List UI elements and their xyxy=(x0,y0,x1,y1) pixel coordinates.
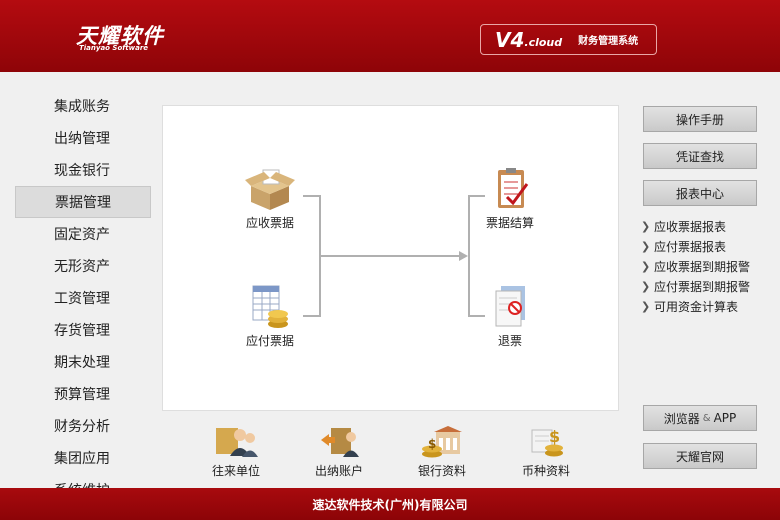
receivable-bills-entry[interactable]: 应收票据 xyxy=(225,166,315,231)
report-center-label: 报表中心 xyxy=(675,186,724,201)
browser-app-button[interactable]: 浏览器 & APP xyxy=(643,405,757,431)
bill-refund-label: 退票 xyxy=(497,334,522,348)
bill-flow-panel: 应收票据 应付票据 xyxy=(162,105,619,411)
chevron-right-icon: ❯ xyxy=(641,260,651,273)
quick-business-partners-label: 往来单位 xyxy=(211,464,260,478)
sidebar-item-cashier[interactable]: 出纳管理 xyxy=(15,122,151,154)
quick-bank-info[interactable]: $ 银行资料 xyxy=(402,424,482,479)
sidebar-item-label: 财务分析 xyxy=(54,419,110,435)
sidebar-item-label: 固定资产 xyxy=(54,227,110,243)
app-label: APP xyxy=(713,411,737,425)
chevron-right-icon: ❯ xyxy=(641,300,651,313)
logo-text: 天耀软件 xyxy=(76,24,164,48)
payable-bills-entry[interactable]: 应付票据 xyxy=(225,284,315,349)
report-link-available-funds[interactable]: ❯可用资金计算表 xyxy=(641,298,738,315)
sidebar-item-period-end[interactable]: 期末处理 xyxy=(15,346,151,378)
browser-label: 浏览器 xyxy=(663,411,700,426)
version-badge: V4 .cloud 财务管理系统 xyxy=(480,24,657,55)
report-link-receivable[interactable]: ❯应收票据报表 xyxy=(641,218,726,235)
sidebar-item-label: 出纳管理 xyxy=(54,131,110,147)
sidebar-item-label: 系统维护 xyxy=(54,480,110,488)
quick-cashier-account[interactable]: 出纳账户 xyxy=(299,424,379,479)
bill-refund-entry[interactable]: 退票 xyxy=(465,284,555,349)
sidebar-item-label: 现金银行 xyxy=(54,163,110,179)
report-link-label: 应收票据到期报警 xyxy=(654,260,751,274)
sidebar-item-fixed-assets[interactable]: 固定资产 xyxy=(15,218,151,250)
main-area: 集成账务 出纳管理 现金银行 票据管理 固定资产 无形资产 工资管理 存货管理 … xyxy=(0,72,780,488)
header-bar: 天耀软件 Tianyao Software V4 .cloud 财务管理系统 xyxy=(0,0,780,72)
sidebar-item-budget[interactable]: 预算管理 xyxy=(15,378,151,410)
sidebar-item-payroll[interactable]: 工资管理 xyxy=(15,282,151,314)
svg-text:$: $ xyxy=(428,437,436,451)
report-link-label: 应付票据到期报警 xyxy=(654,280,751,294)
chevron-right-icon: ❯ xyxy=(641,220,651,233)
sidebar-item-label: 期末处理 xyxy=(54,355,110,371)
document-cancel-icon xyxy=(485,284,535,330)
official-site-button[interactable]: 天耀官网 xyxy=(643,443,757,469)
report-link-label: 应收票据报表 xyxy=(654,220,727,234)
version-suffix: .cloud xyxy=(524,36,563,49)
report-link-label: 可用资金计算表 xyxy=(654,300,739,314)
svg-text:$: $ xyxy=(549,427,560,446)
sidebar-item-label: 集团应用 xyxy=(54,451,110,467)
payable-bills-label: 应付票据 xyxy=(245,334,294,348)
business-partners-icon xyxy=(214,424,258,458)
voucher-search-button[interactable]: 凭证查找 xyxy=(643,143,757,169)
cashier-account-icon xyxy=(317,424,361,458)
report-link-payable[interactable]: ❯应付票据报表 xyxy=(641,238,726,255)
quick-bank-info-label: 银行资料 xyxy=(417,464,466,478)
bank-icon: $ xyxy=(420,424,464,458)
chevron-right-icon: ❯ xyxy=(641,240,651,253)
sidebar-item-analysis[interactable]: 财务分析 xyxy=(15,410,151,442)
sidebar-item-label: 存货管理 xyxy=(54,323,110,339)
voucher-search-label: 凭证查找 xyxy=(675,149,724,164)
official-site-label: 天耀官网 xyxy=(675,449,724,464)
report-link-receivable-due-alert[interactable]: ❯应收票据到期报警 xyxy=(641,258,750,275)
version-number: V4 xyxy=(495,27,525,52)
ampersand-label: & xyxy=(702,412,711,424)
quick-cashier-account-label: 出纳账户 xyxy=(314,464,363,478)
flow-connector-lines xyxy=(303,195,485,317)
sidebar-item-group[interactable]: 集团应用 xyxy=(15,442,151,474)
report-center-button[interactable]: 报表中心 xyxy=(643,180,757,206)
sidebar-item-label: 无形资产 xyxy=(54,259,110,275)
report-link-payable-due-alert[interactable]: ❯应付票据到期报警 xyxy=(641,278,750,295)
quick-currency-info-label: 币种资料 xyxy=(521,464,570,478)
sidebar-item-intangible-assets[interactable]: 无形资产 xyxy=(15,250,151,282)
sidebar-item-cash-bank[interactable]: 现金银行 xyxy=(15,154,151,186)
chevron-right-icon: ❯ xyxy=(641,280,651,293)
currency-icon: $ xyxy=(524,424,568,458)
sidebar-item-label: 集成账务 xyxy=(54,99,110,115)
sidebar-item-inventory[interactable]: 存货管理 xyxy=(15,314,151,346)
bill-settlement-label: 票据结算 xyxy=(485,216,534,230)
sidebar-item-label: 票据管理 xyxy=(55,195,111,211)
sidebar-item-ledger[interactable]: 集成账务 xyxy=(15,90,151,122)
clipboard-check-icon xyxy=(485,166,535,212)
company-name: 速达软件技术(广州)有限公司 xyxy=(312,497,468,512)
receivable-bills-label: 应收票据 xyxy=(245,216,294,230)
product-name: 财务管理系统 xyxy=(578,36,639,47)
logo-subtext: Tianyao Software xyxy=(79,44,149,52)
operation-manual-label: 操作手册 xyxy=(675,112,724,127)
report-link-label: 应付票据报表 xyxy=(654,240,727,254)
sidebar-item-label: 预算管理 xyxy=(54,387,110,403)
sidebar-item-label: 工资管理 xyxy=(54,291,110,307)
sidebar-item-maintenance[interactable]: 系统维护 xyxy=(15,474,151,488)
spreadsheet-coins-icon xyxy=(245,284,295,330)
bill-settlement-entry[interactable]: 票据结算 xyxy=(465,166,555,231)
footer-bar: 速达软件技术(广州)有限公司 xyxy=(0,488,780,520)
sidebar: 集成账务 出纳管理 现金银行 票据管理 固定资产 无形资产 工资管理 存货管理 … xyxy=(0,72,160,488)
quick-business-partners[interactable]: 往来单位 xyxy=(196,424,276,479)
operation-manual-button[interactable]: 操作手册 xyxy=(643,106,757,132)
sidebar-item-bills[interactable]: 票据管理 xyxy=(15,186,151,218)
quick-currency-info[interactable]: $ 币种资料 xyxy=(506,424,586,479)
open-box-icon xyxy=(245,166,295,212)
